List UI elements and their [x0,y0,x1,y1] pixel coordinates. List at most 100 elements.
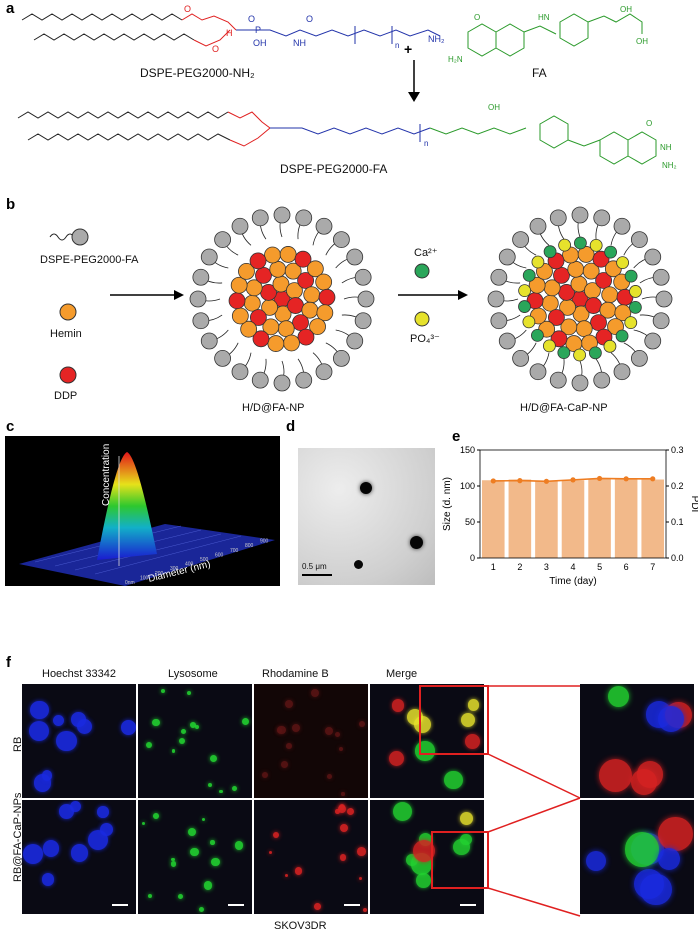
po4-particle [616,256,629,270]
micrograph-merge-row2 [370,800,484,914]
compound2-name: FA [532,66,547,80]
panel-a-structures: O O H O P OH NH O n NH₂ O H₂N HN OH OH +… [17,4,677,170]
po4-particle [531,255,545,269]
tem-scale-bar [302,574,332,576]
np1-label: H/D@FA-NP [242,402,305,414]
hemin-particle [541,294,559,312]
panel-d-letter: d [286,418,296,435]
pdi-point [570,477,576,483]
peg-head [498,248,516,266]
e-ytick-label: 100 [460,481,475,491]
atom-o-4: O [306,14,313,24]
peg-head [332,349,350,367]
peg-head [593,371,611,389]
c-tick-label: 300 [170,566,179,572]
ddp-particle [550,330,568,348]
po4-ion-icon [414,311,430,327]
lipid-chain-1 [21,13,183,21]
ddp-particle [292,314,309,332]
hemin-particle [279,246,297,263]
peg-head [231,363,249,381]
peg-head [490,312,508,330]
ca-particle [543,245,557,259]
glycerol-ester-1 [181,13,237,31]
peg-head [644,332,662,350]
tem-particle-3 [354,560,363,569]
peg-head [655,290,673,308]
distribution-peak [97,452,157,560]
hemin-particle [277,320,295,338]
legend-ddp-icon [59,366,77,384]
e-y2tick-label: 0.0 [671,553,684,563]
glycerol-ester-2 [193,29,231,47]
size-bar [641,479,664,558]
size-bar [588,478,611,558]
ddp-particle [294,250,312,268]
peg-head [571,374,589,392]
po4-particle [542,339,556,353]
peg-head [346,332,364,350]
c-tick-label: 0nm [125,580,135,586]
e-xlabel: Time (day) [549,576,596,587]
peg-head [200,248,218,266]
hemin-particle [567,260,585,278]
peg-head [549,371,567,389]
ddp-particle [249,252,267,270]
hemin-particle [267,335,285,352]
e-xtick-label: 4 [570,562,575,572]
c-tick-label: 700 [230,548,239,554]
hemin-particle [283,334,300,352]
legend-dspe-peg-fa-icon [71,228,89,246]
plus-sign: + [404,41,412,57]
po4-ion-label: PO₄³⁻ [410,333,440,345]
c-tick-label: 800 [245,543,254,549]
hemin-particle [316,304,334,322]
panel-d-tem-image: 0.5 μm [298,448,435,585]
po4-particle [518,284,532,298]
micrograph-merge-row1 [370,684,484,798]
pdi-point [517,478,523,484]
ddp-particle [228,292,246,310]
hemin-particle [303,286,321,304]
peg-head [251,209,269,227]
peg-head [295,371,313,389]
ca-particle [574,236,587,250]
nanoparticle-2 [487,206,673,392]
peg-head [200,332,218,350]
prod-n-sub: n [424,139,428,148]
hemin-particle [582,262,600,280]
phosphate-peg-amine [236,29,441,37]
peg-head [354,268,372,286]
peg-head [332,231,350,249]
micrograph-lysosome-row2 [138,800,252,914]
atom-o-1: O [184,4,191,14]
hemin-particle [309,318,326,336]
hemin-particle [269,260,287,278]
micrograph-rhodamine-row1 [254,684,368,798]
ddp-particle [595,272,613,289]
peg-head [529,363,547,381]
atom-p: P [255,25,261,35]
panel-b-schematic [49,206,673,392]
peg-head [487,290,505,308]
hemin-particle [601,286,619,304]
micrograph-lysosome-row1 [138,684,252,798]
e-xtick-label: 6 [624,562,629,572]
peg-head [529,217,547,235]
ddp-particle [297,328,315,346]
col-header-lysosome: Lysosome [168,668,218,680]
prod-nh: NH [660,143,672,152]
peg-head [593,209,611,227]
peg-head [613,363,631,381]
po4-particle [629,285,642,298]
col-header-rhodamine: Rhodamine B [262,668,329,680]
scale-bar [460,904,476,906]
hemin-particle [284,262,302,280]
peg-head [630,231,648,249]
atom-n-sub: n [395,41,399,50]
peg-head [549,209,567,227]
col-header-merge: Merge [386,668,418,680]
prod-o: O [646,119,652,128]
micrograph-hoechst-row2 [22,800,136,914]
